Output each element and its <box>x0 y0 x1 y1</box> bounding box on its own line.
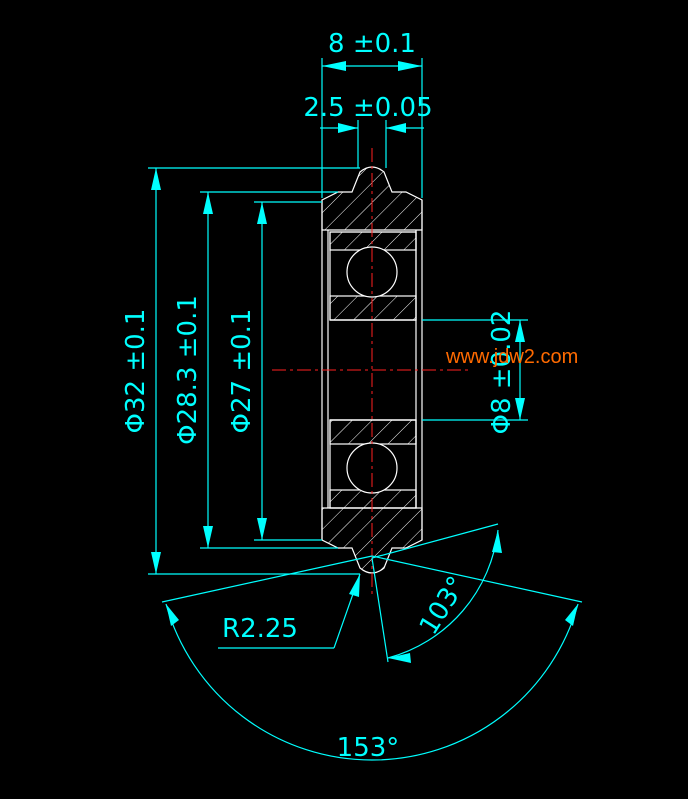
watermark-text: www.jdw2.com <box>445 346 578 368</box>
centerlines <box>272 148 470 598</box>
dim-angle-large: 153° <box>337 733 400 763</box>
dim-outer-diameter: Φ32 ±0.1 <box>121 309 151 434</box>
dim-angle-small: 103° <box>414 571 473 640</box>
ball-top <box>346 246 398 298</box>
dim-inner-ring-diameter: Φ27 ±0.1 <box>227 309 257 434</box>
race-top-inner <box>329 295 417 321</box>
dim-groove-radius: R2.25 <box>222 614 298 644</box>
dim-pitch-diameter: Φ28.3 ±0.1 <box>173 295 203 445</box>
dim-bore-diameter: Φ8 ±0.02 <box>487 310 517 435</box>
race-bottom-inner <box>329 419 417 445</box>
dim-groove-width: 2.5 ±0.05 <box>303 93 432 123</box>
outer-ring-bottom <box>321 507 423 574</box>
bearing-part <box>321 166 423 574</box>
dim-width-overall: 8 ±0.1 <box>328 29 416 59</box>
dimension-arrows <box>151 61 578 663</box>
